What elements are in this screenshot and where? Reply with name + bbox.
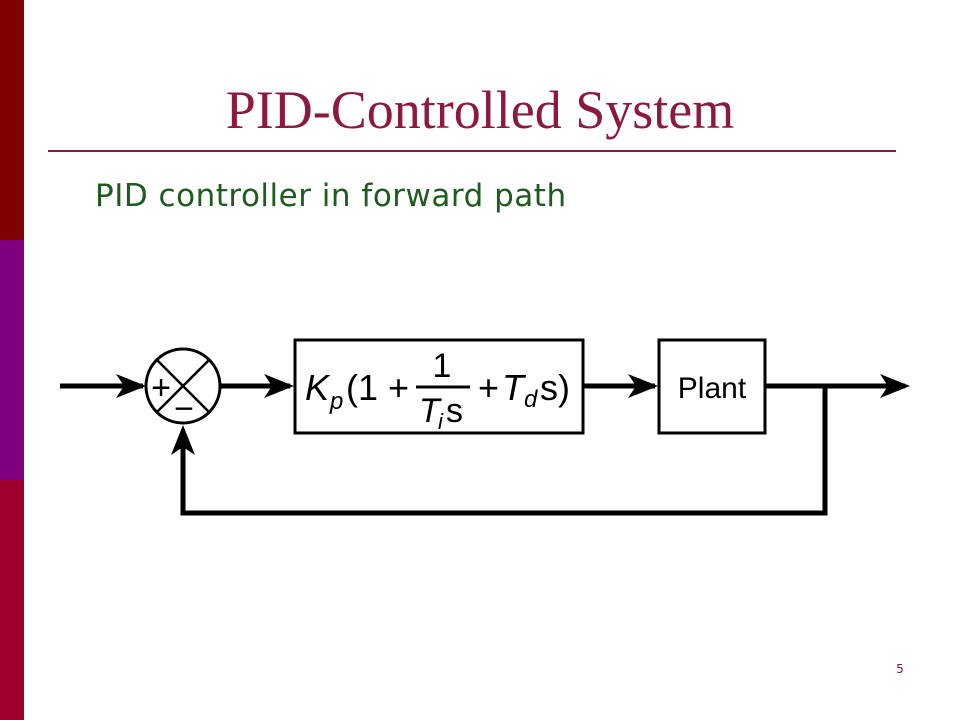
input-arrow xyxy=(60,374,146,398)
plus-sign: + xyxy=(151,369,171,407)
td-subscript: d xyxy=(524,386,538,413)
feedback-path xyxy=(171,386,828,516)
junction-to-controller-arrow xyxy=(220,374,294,398)
kp-subscript: p xyxy=(329,388,343,415)
plus-td-sign: + xyxy=(478,367,499,408)
plant-block: Plant xyxy=(657,338,767,435)
pid-controller-block: K p (1 + 1 T i s + T d s) xyxy=(293,338,585,435)
ti-subscript: i xyxy=(438,409,444,434)
slide-subtitle: PID controller in forward path xyxy=(95,178,567,214)
title-divider xyxy=(48,150,896,152)
td-symbol: T xyxy=(502,367,527,408)
side-bar-top xyxy=(0,0,24,240)
kp-symbol: K xyxy=(305,367,331,408)
slide-title: PID-Controlled System xyxy=(225,80,735,140)
open-paren-one-plus: (1 + xyxy=(346,367,409,408)
ti-symbol: T xyxy=(419,392,442,430)
controller-to-plant-arrow xyxy=(583,374,658,398)
s-close-paren: s) xyxy=(540,367,570,408)
page-number: 5 xyxy=(896,662,904,676)
ti-variable: s xyxy=(446,392,463,430)
fraction-numerator: 1 xyxy=(433,347,452,385)
side-bar-middle xyxy=(0,240,24,480)
summing-junction: + − xyxy=(144,347,222,428)
plant-label: Plant xyxy=(678,372,747,405)
output-arrow xyxy=(765,374,910,398)
minus-sign: − xyxy=(174,390,194,428)
side-bar-bottom xyxy=(0,480,24,720)
